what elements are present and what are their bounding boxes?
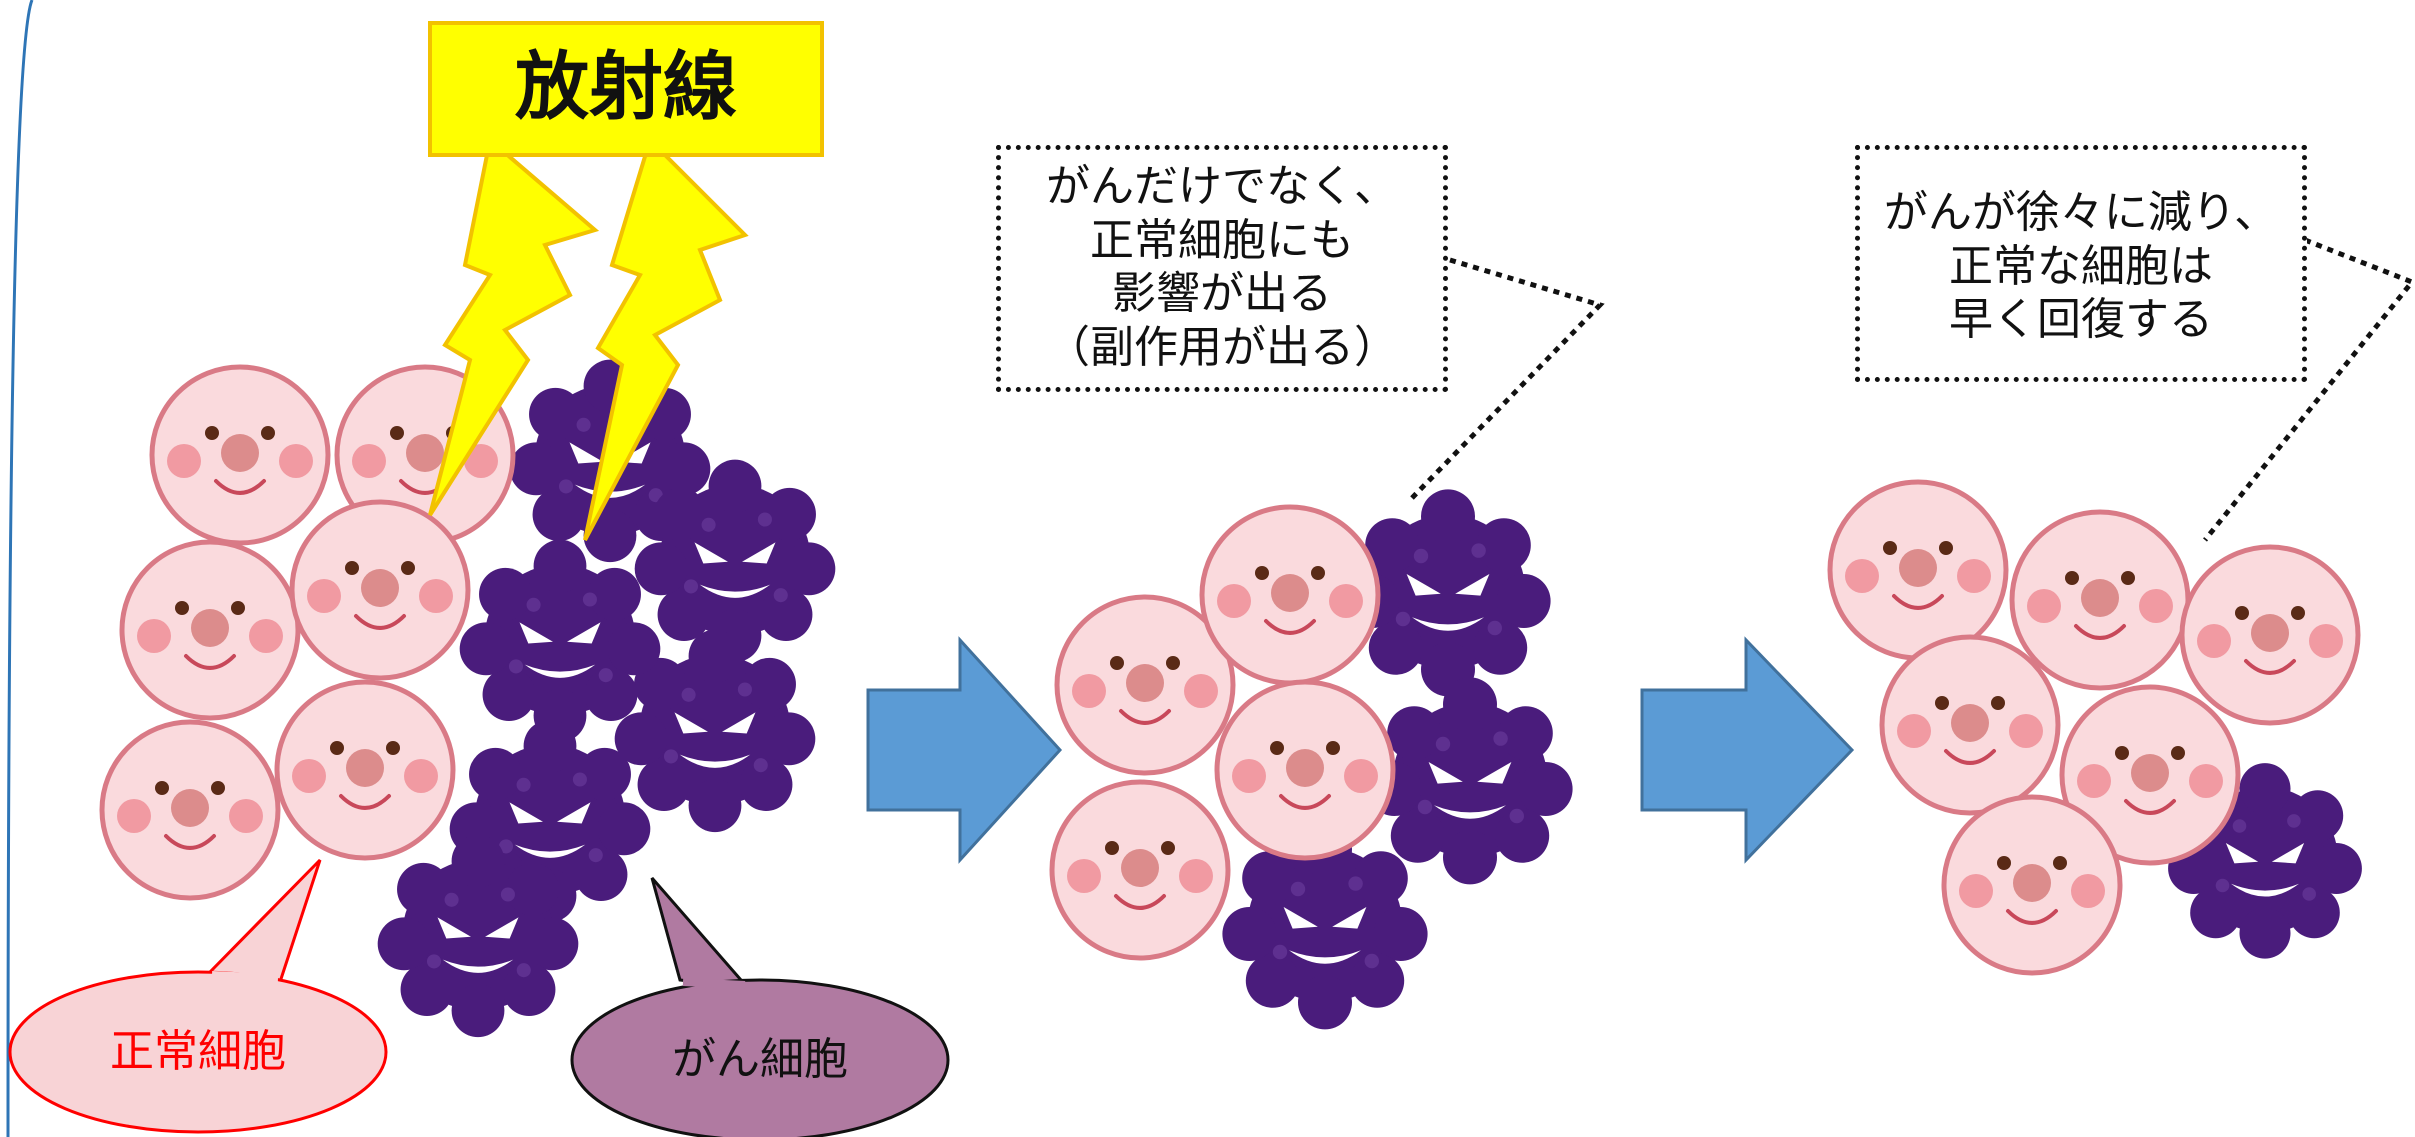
callout-line: （副作用が出る） [1046, 322, 1398, 374]
cancer-cell [1367, 677, 1573, 885]
normal-cell [122, 542, 298, 718]
arrow-right-icon [866, 636, 1063, 864]
callout-line: 正常な細胞は [1949, 240, 2213, 292]
normal-cell [152, 367, 328, 543]
lightning-bolt-icon [428, 136, 600, 517]
normal-cell [1217, 682, 1393, 858]
callout-line: がんが徐々に減り、 [1883, 187, 2279, 238]
stage2-callout: がんだけでなく、 正常細胞にも 影響が出る （副作用が出る） [996, 145, 1448, 392]
stage3-callout: がんが徐々に減り、 正常な細胞は 早く回復する [1855, 145, 2307, 382]
normal-cell [292, 502, 468, 678]
normal-cell [1882, 637, 2058, 813]
cancer-cell-label: がん細胞 [672, 1034, 848, 1085]
left-frame-line [6, 0, 34, 1137]
normal-cell [277, 682, 453, 858]
normal-cell [1944, 797, 2120, 973]
cancer-cell-bubble [570, 877, 950, 1137]
normal-cell [2012, 512, 2188, 688]
normal-cell [2182, 547, 2358, 723]
normal-cell [1830, 482, 2006, 658]
normal-cell-label: 正常細胞 [110, 1026, 286, 1077]
stage1-cells [102, 359, 836, 1038]
stage2-cells [1052, 489, 1573, 1030]
stage3-cells [1830, 482, 2362, 973]
normal-cell-bubble [8, 858, 388, 1134]
radiation-label: 放射線 [515, 44, 737, 130]
normal-cell [1202, 507, 1378, 683]
callout-line: 影響が出る [1112, 268, 1332, 320]
normal-cell [102, 722, 278, 898]
cancer-cell [459, 539, 661, 743]
normal-cell [1052, 782, 1228, 958]
arrow-right-icon [1640, 636, 1855, 864]
radiation-lightning [428, 136, 749, 541]
callout-tail-stage3 [2203, 237, 2415, 542]
radiation-label-box [428, 21, 824, 157]
callout-line: がんだけでなく、 [1046, 161, 1398, 212]
callout-line: 早く回復する [1949, 294, 2213, 346]
callout-tail-stage2 [1408, 257, 1605, 502]
callout-line: 正常細胞にも [1090, 214, 1354, 266]
lightning-bolt-icon [583, 136, 749, 541]
